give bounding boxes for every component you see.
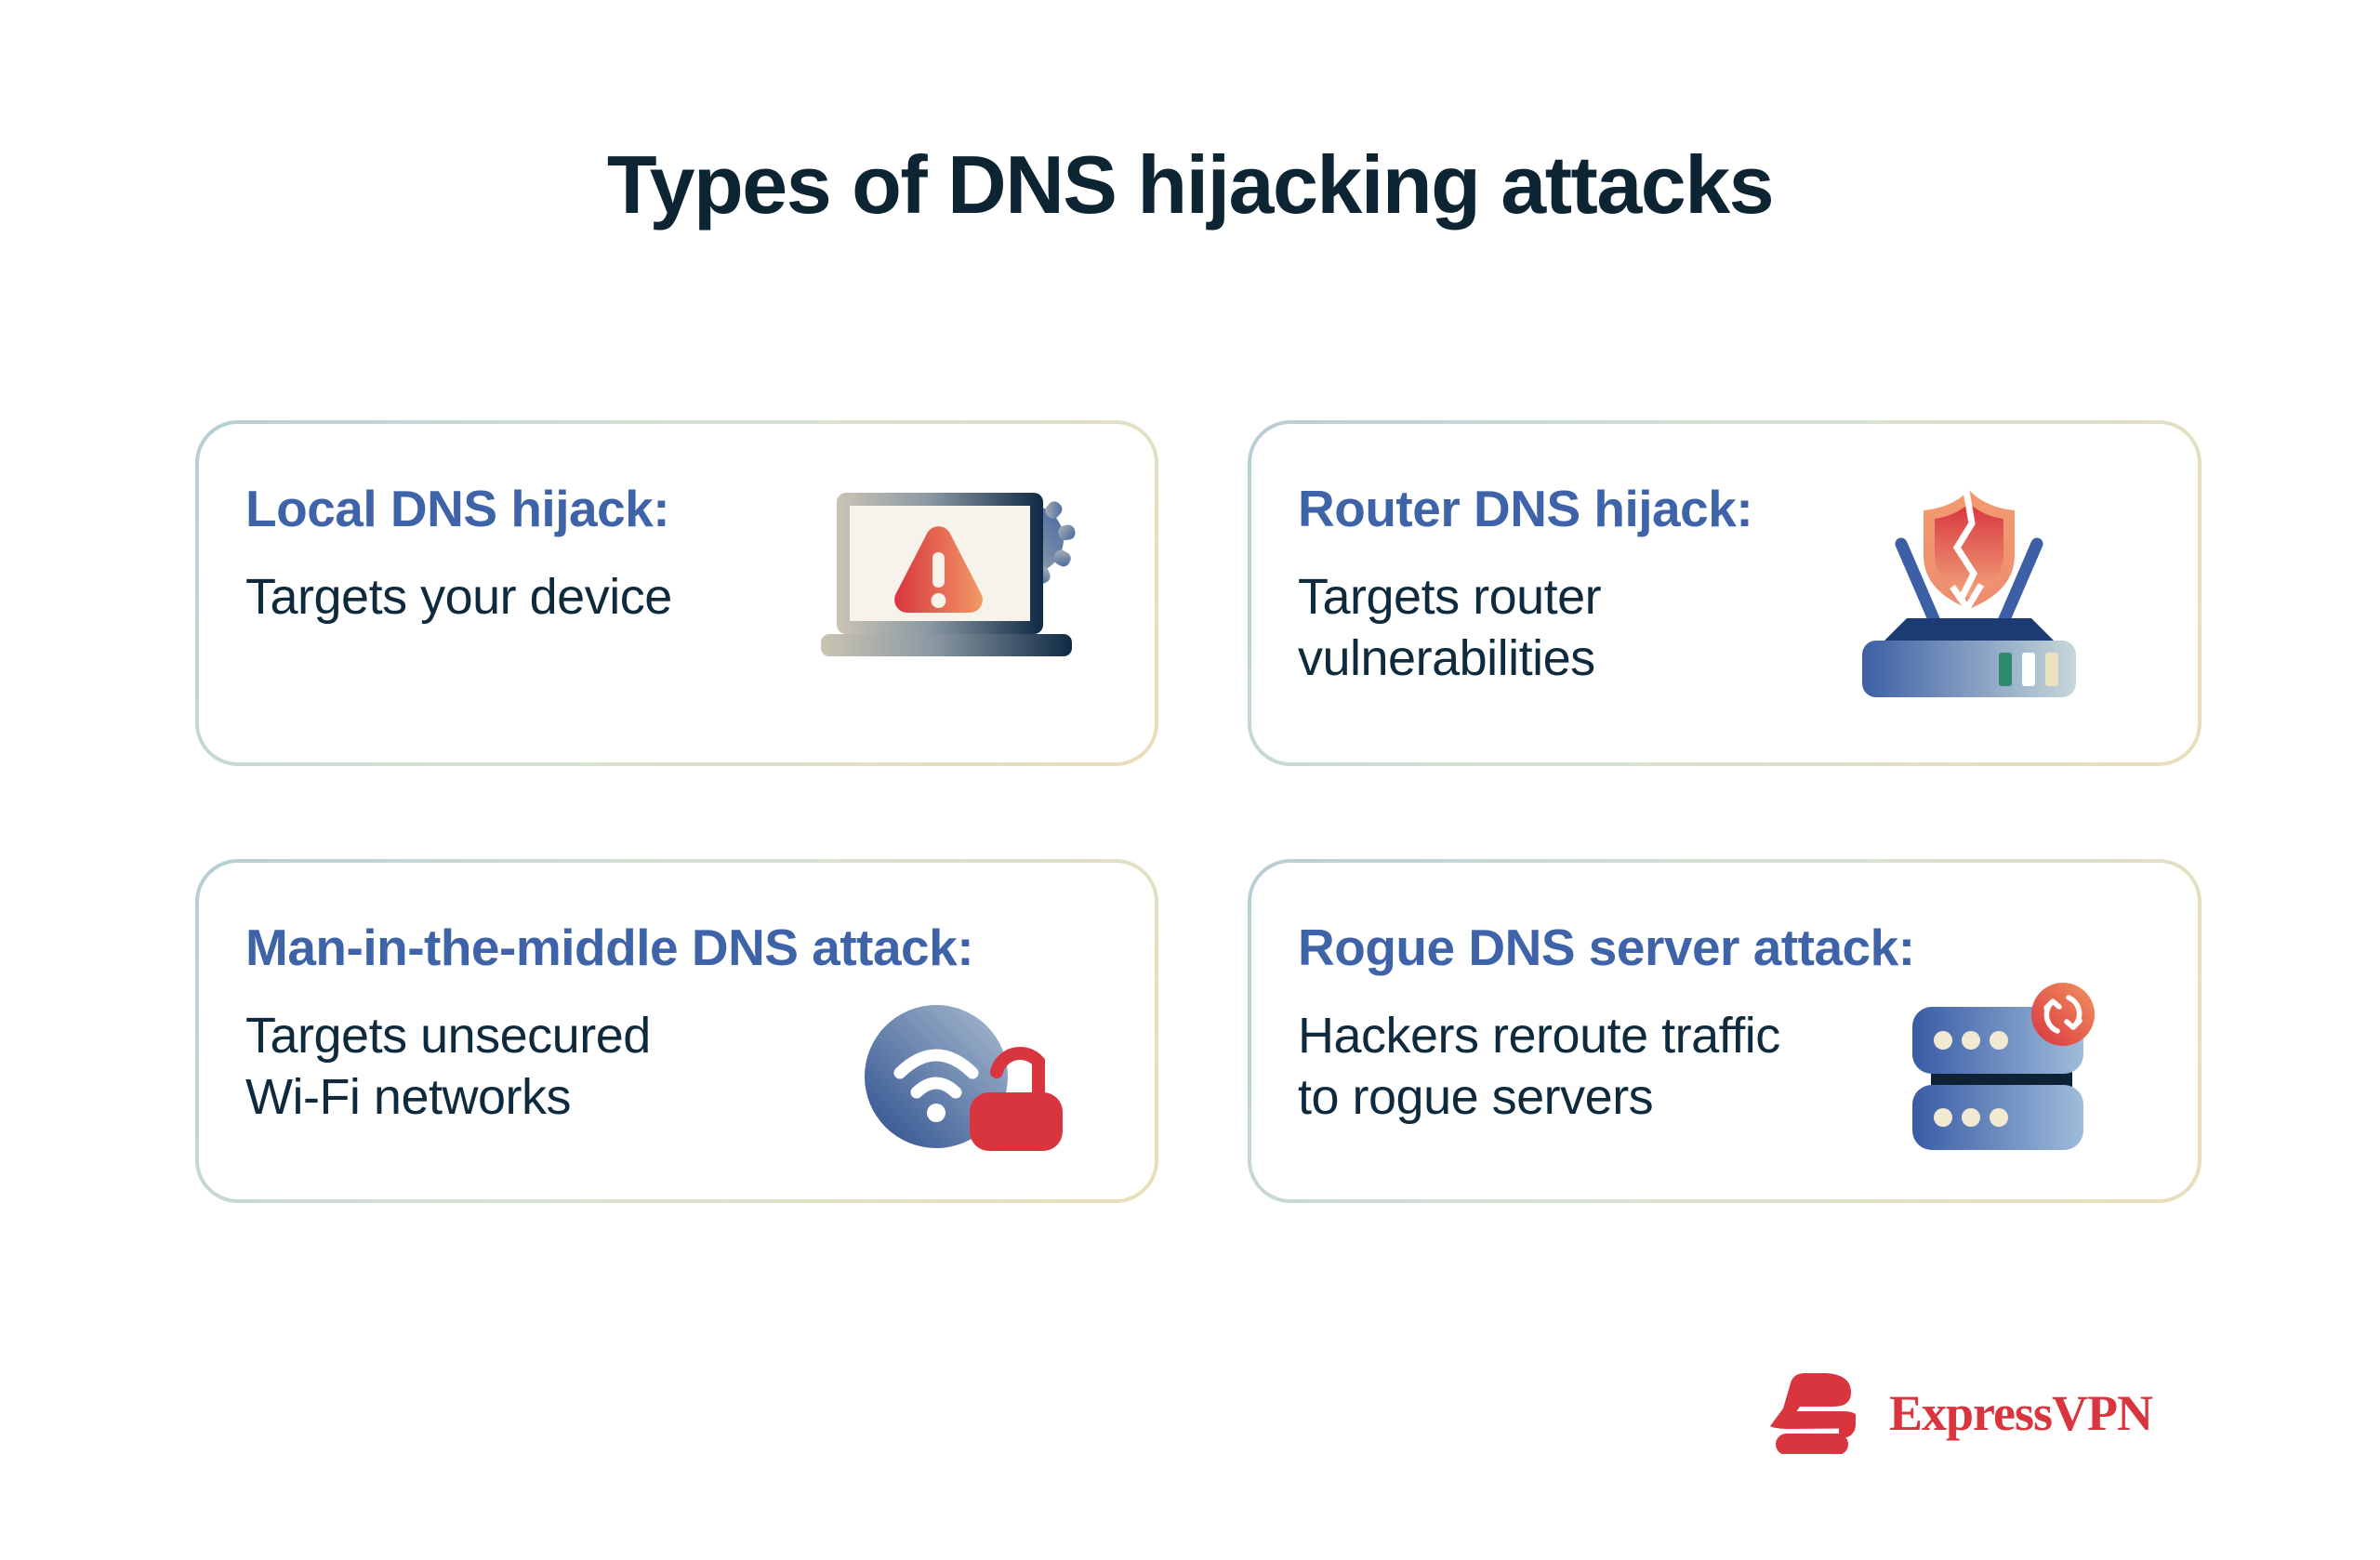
card-body: Targets router vulnerabilities [1298,569,1602,686]
card-mitm-dns-attack: Man-in-the-middle DNS attack: Targets un… [195,859,1158,1203]
expressvpn-logo-icon [1763,1368,1858,1459]
card-heading: Man-in-the-middle DNS attack: [245,919,974,976]
card-heading: Rogue DNS server attack: [1298,919,1915,976]
card-heading: Router DNS hijack: [1298,480,1753,537]
page-title: Types of DNS hijacking attacks [606,139,1775,231]
card-heading: Local DNS hijack: [245,480,670,537]
server-reroute-icon [1912,979,2095,1150]
wifi-open-padlock-icon [865,1004,1063,1153]
card-router-dns-hijack-inner: Router DNS hijack: Targets router vulner… [1251,424,2198,762]
card-rogue-dns-server-attack-inner: Rogue DNS server attack: Hackers reroute… [1251,863,2198,1199]
card-body: Targets unsecured Wi-Fi networks [245,1008,651,1125]
card-body: Targets your device [245,569,672,625]
card-mitm-dns-attack-inner: Man-in-the-middle DNS attack: Targets un… [199,863,1155,1199]
expressvpn-logo: ExpressVPN [1763,1367,2153,1460]
card-router-dns-hijack: Router DNS hijack: Targets router vulner… [1248,420,2202,766]
card-rogue-dns-server-attack: Rogue DNS server attack: Hackers reroute… [1248,859,2202,1203]
expressvpn-wordmark: ExpressVPN [1889,1385,2153,1441]
router-cracked-shield-icon [1862,486,2076,697]
card-local-dns-hijack-inner: Local DNS hijack: Targets your device [199,424,1155,762]
card-local-dns-hijack: Local DNS hijack: Targets your device [195,420,1158,766]
card-body: Hackers reroute traffic to rogue servers [1298,1008,1780,1125]
laptop-malware-warning-icon [821,493,1076,663]
